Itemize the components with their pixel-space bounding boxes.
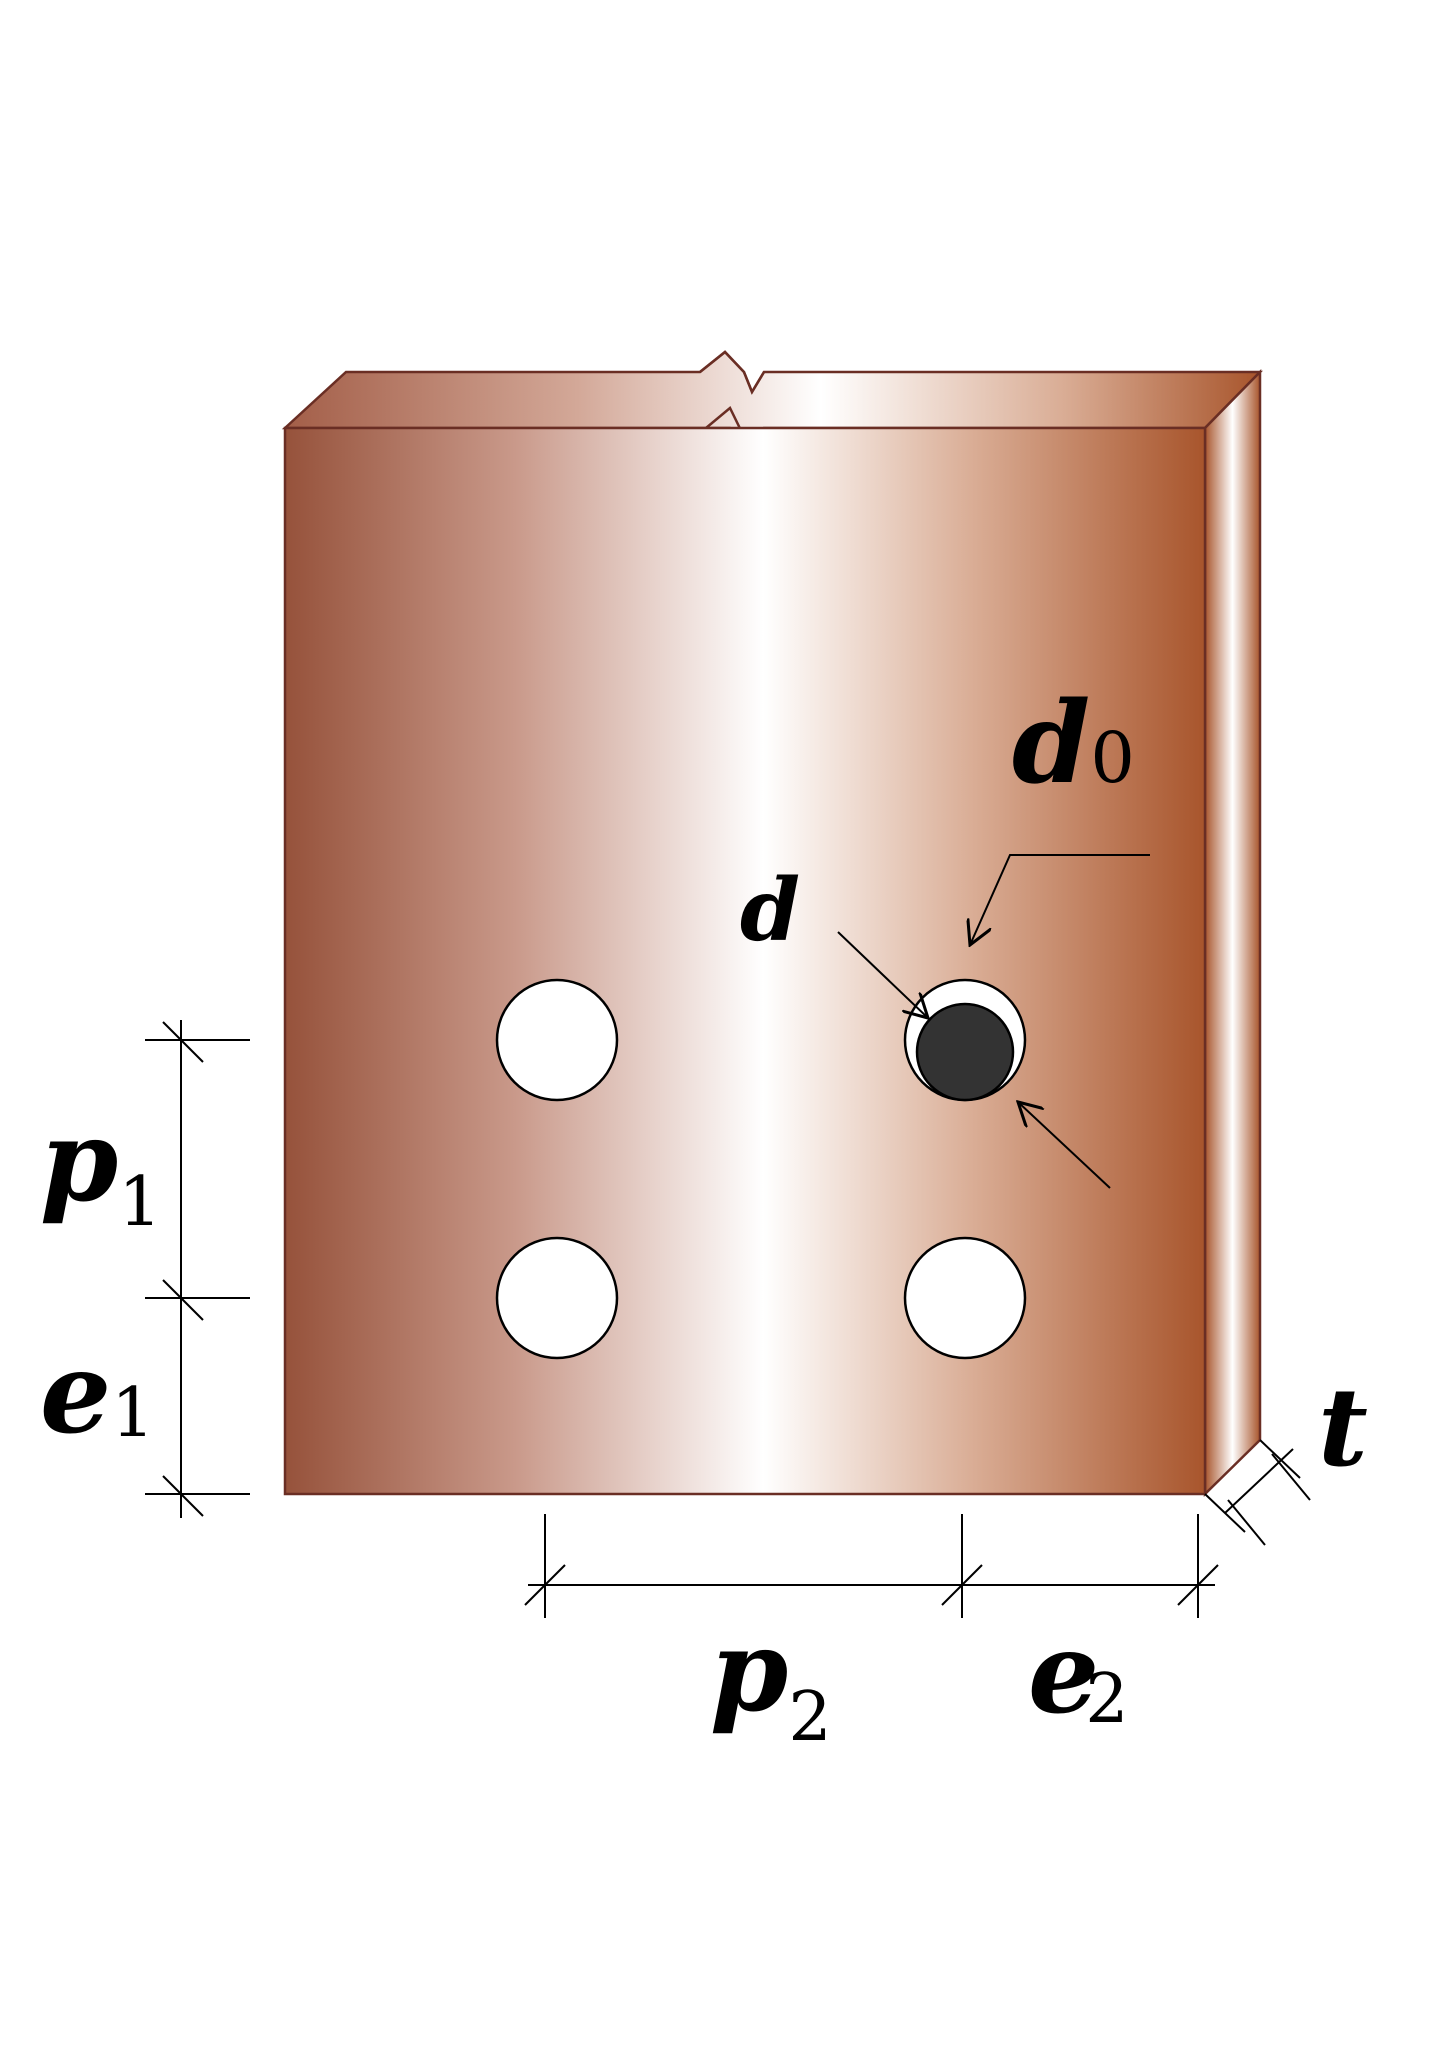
label-p1: p1	[40, 1096, 162, 1242]
hole-bottom-right	[903, 1236, 1027, 1360]
label-t: t	[1318, 1365, 1368, 1491]
thickness-dimension	[1204, 1439, 1311, 1546]
label-e2: e2	[1028, 1608, 1129, 1739]
label-e1: e1	[40, 1328, 155, 1459]
label-d0: d0	[1012, 678, 1135, 809]
d0-leader	[970, 854, 1150, 945]
horizontal-dimension	[524, 1514, 1219, 1618]
label-p2: p2	[710, 1606, 832, 1757]
plate-front-face	[283, 426, 1207, 1496]
vertical-dimension	[145, 1020, 250, 1518]
label-d: d	[740, 860, 800, 961]
d-leader	[837, 931, 928, 1018]
plate-side-face	[1203, 368, 1262, 1497]
hole-bottom-left	[495, 1236, 619, 1360]
hole-top-left	[495, 978, 619, 1102]
d0-leader-lower	[1018, 1102, 1111, 1189]
bolt-shank	[915, 1002, 1015, 1102]
